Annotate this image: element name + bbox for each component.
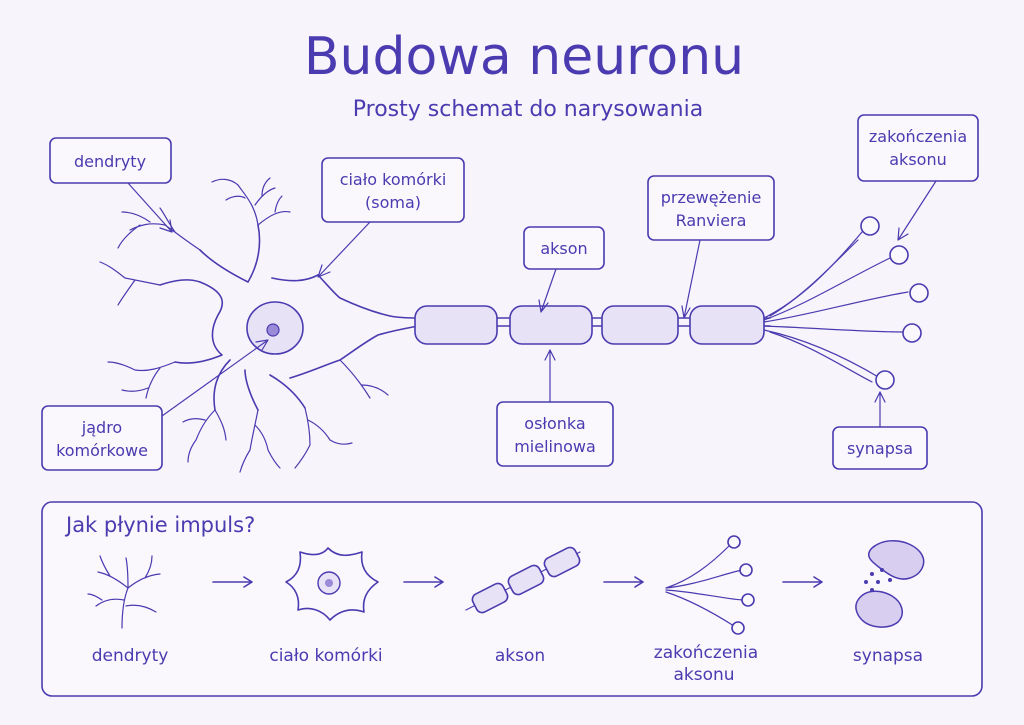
nucleolus: [266, 323, 280, 337]
svg-text:(soma): (soma): [365, 193, 421, 212]
pointer-dendrites: [127, 182, 173, 233]
flow-step-5-label: synapsa: [853, 646, 923, 666]
myelin-sheath-3: [601, 305, 679, 345]
myelin-sheath-1: [414, 305, 498, 345]
flow-arrow-1: [212, 576, 253, 588]
flow-arrow-2: [403, 576, 444, 588]
dendrite-icon: [87, 555, 161, 629]
svg-text:synapsa: synapsa: [847, 439, 913, 458]
svg-text:przewężenie: przewężenie: [661, 188, 762, 207]
flow-arrow-3: [603, 576, 644, 588]
pointer-terminals: [897, 180, 937, 241]
flow-title: Jak płynie impuls?: [64, 513, 255, 537]
terminal-bulb-3: [909, 283, 929, 303]
label-myelin: osłonka mielinowa: [496, 349, 614, 467]
myelin-sheath-2: [509, 305, 593, 345]
svg-text:ciało komórki: ciało komórki: [340, 170, 447, 189]
dendrites: [99, 177, 389, 473]
terminal-bulb-1: [860, 216, 880, 236]
svg-text:zakończenia: zakończenia: [869, 127, 967, 146]
myelin-sheath-4: [689, 305, 765, 345]
synapse-icon: [855, 540, 925, 628]
svg-text:dendryty: dendryty: [74, 152, 146, 171]
label-nucleus: jądro komórkowe: [41, 339, 269, 471]
label-axon-terminals: zakończenia aksonu: [857, 114, 979, 241]
neuron-drawing: [99, 177, 929, 473]
flow-step-2-label: ciało komórki: [269, 646, 382, 666]
flow-step-3-label: akson: [495, 646, 545, 666]
flow-panel-frame: [41, 501, 983, 697]
flow-step-4-label-line1: zakończenia: [654, 643, 758, 663]
axon-icon: [465, 546, 581, 614]
pointer-axon: [538, 268, 557, 313]
terminal-bulb-5: [875, 370, 895, 390]
flow-step-4-label-line2: aksonu: [673, 665, 734, 685]
axon-terminals: [763, 231, 909, 383]
svg-text:aksonu: aksonu: [889, 150, 946, 169]
svg-text:osłonka: osłonka: [524, 414, 585, 433]
flow-step-1-label: dendryty: [92, 646, 169, 666]
label-ranvier: przewężenie Ranviera: [647, 175, 775, 319]
axon-terminals-icon: [665, 535, 755, 635]
label-soma: ciało komórki (soma): [317, 157, 465, 278]
cell-body-icon: [285, 547, 379, 621]
svg-text:komórkowe: komórkowe: [56, 441, 148, 460]
pointer-nucleus: [161, 339, 269, 417]
svg-text:mielinowa: mielinowa: [514, 437, 596, 456]
terminal-bulb-2: [889, 245, 909, 265]
terminal-bulb-4: [902, 323, 922, 343]
label-dendrites: dendryty: [49, 137, 173, 233]
soma-outline: [159, 224, 419, 411]
svg-text:Ranviera: Ranviera: [676, 211, 747, 230]
pointer-soma: [317, 221, 371, 278]
label-synapse: synapsa: [832, 391, 928, 470]
page-subtitle: Prosty schemat do narysowania: [353, 97, 703, 122]
pointer-ranvier: [681, 239, 701, 319]
pointer-myelin: [544, 349, 556, 403]
flow-arrow-4: [782, 576, 823, 588]
svg-text:akson: akson: [540, 239, 587, 258]
page-title: Budowa neuronu: [304, 27, 744, 87]
svg-text:jądro: jądro: [81, 418, 122, 437]
label-axon: akson: [523, 226, 605, 313]
pointer-synapse: [874, 391, 886, 428]
impulse-flow-panel: Jak płynie impuls? dendryty ciało komórk…: [41, 501, 983, 697]
